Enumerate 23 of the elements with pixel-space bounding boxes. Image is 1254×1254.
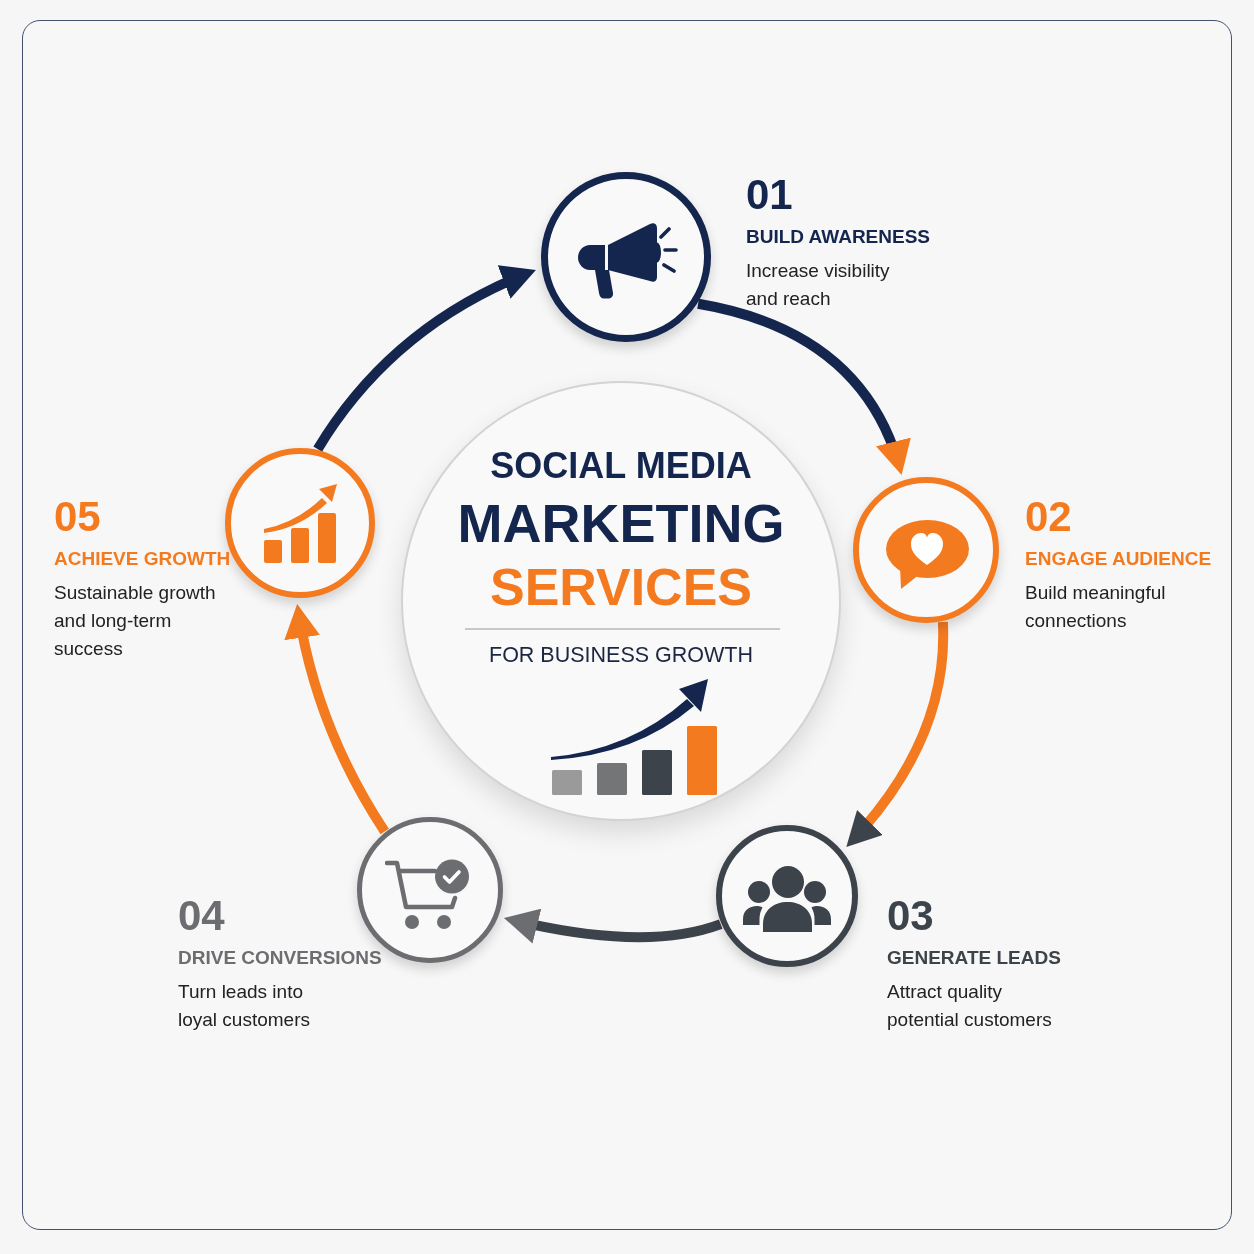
step-number: 01 bbox=[746, 174, 793, 216]
curved-arrow bbox=[313, 265, 538, 452]
title-text: SOCIAL MEDIA bbox=[490, 448, 752, 484]
step-description: Turn leads into loyal customers bbox=[178, 980, 311, 1032]
curved-arrow bbox=[697, 298, 910, 477]
curved-arrow bbox=[284, 603, 389, 835]
step-description: Build meaningful connections bbox=[1025, 581, 1167, 633]
step-heading: ACHIEVE GROWTH bbox=[54, 547, 231, 571]
step-number: 02 bbox=[1025, 496, 1072, 538]
step-description: Increase visibility and reach bbox=[746, 259, 891, 311]
step-description: Sustainable growth and long-term success bbox=[54, 581, 217, 661]
step-heading: GENERATE LEADS bbox=[887, 946, 1061, 970]
step-heading: ENGAGE AUDIENCE bbox=[1025, 547, 1212, 571]
step-heading: DRIVE CONVERSIONS bbox=[178, 946, 382, 970]
title-text: MARKETING bbox=[457, 495, 785, 550]
step-description: Attract quality potential customers bbox=[887, 980, 1053, 1032]
title-text: SERVICES bbox=[490, 560, 752, 613]
subtitle-text: FOR BUSINESS GROWTH bbox=[489, 644, 753, 666]
step-number: 03 bbox=[887, 895, 934, 937]
step-heading: BUILD AWARENESS bbox=[746, 225, 931, 249]
step-number: 04 bbox=[178, 895, 225, 937]
curved-arrow bbox=[502, 908, 723, 944]
step-number: 05 bbox=[54, 496, 101, 538]
